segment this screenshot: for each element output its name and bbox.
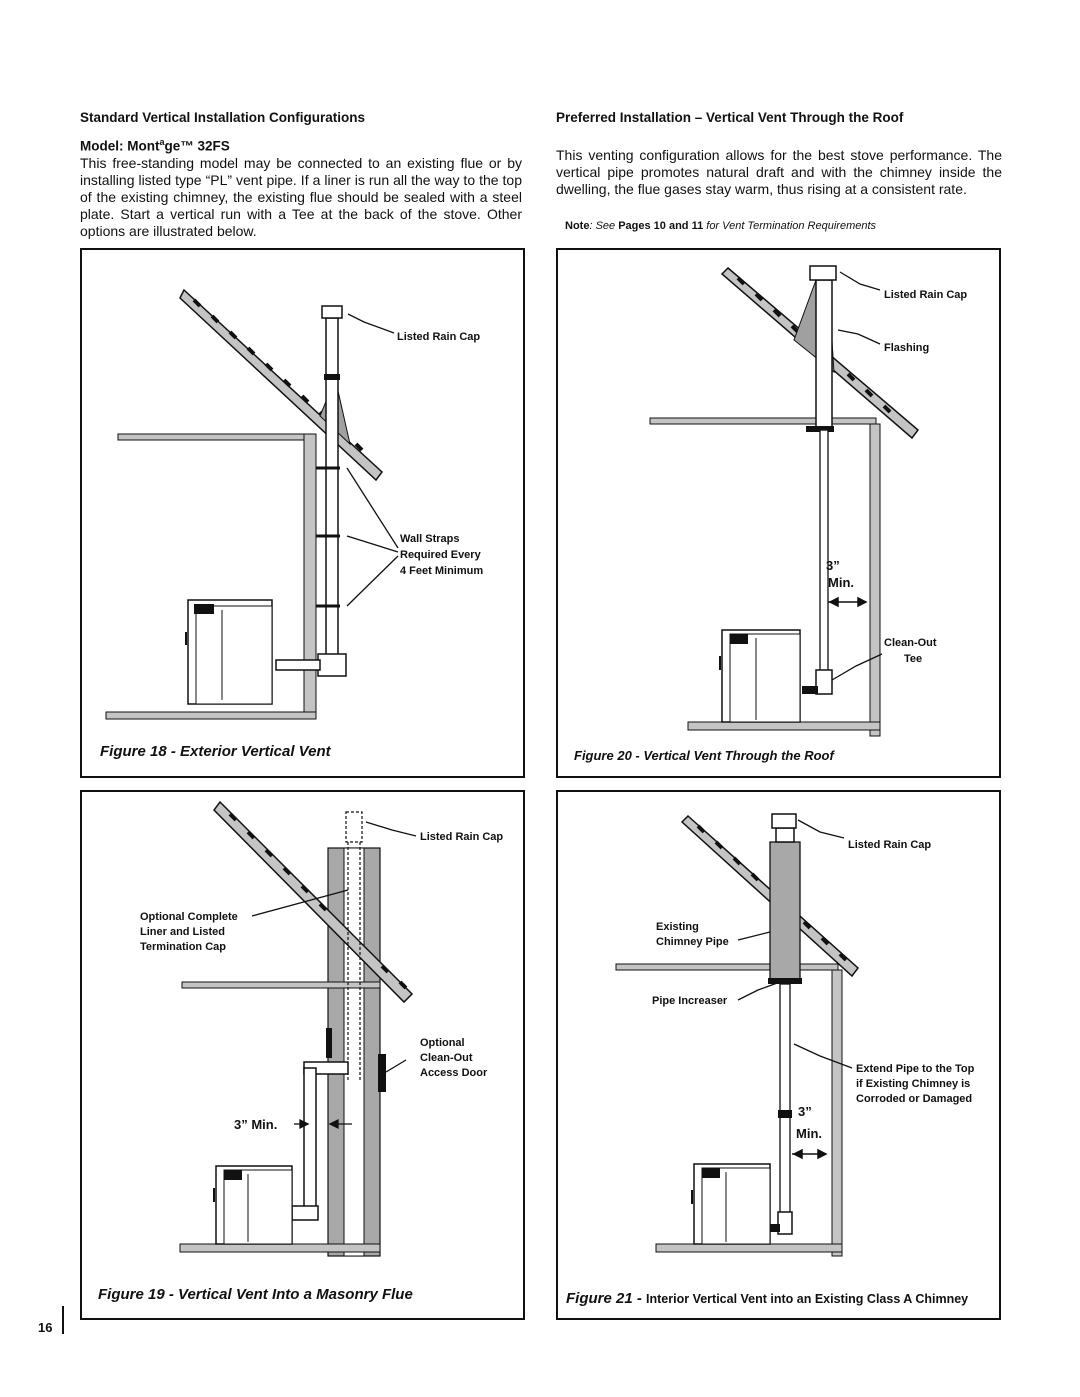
fig21-label-rain-cap: Listed Rain Cap	[848, 839, 931, 851]
fig19-label-min: 3” Min.	[234, 1117, 277, 1132]
figure-18-diagram: Listed Rain Cap Wall Straps Required Eve…	[105, 288, 483, 720]
figure-18-panel: Listed Rain Cap Wall Straps Required Eve…	[80, 248, 525, 778]
left-paragraph: This free-standing model may be connecte…	[80, 155, 522, 239]
figure-20-diagram: Listed Rain Cap Flashing 3” Min. Clean-O…	[649, 265, 967, 737]
fig21-label-min-1: 3”	[798, 1104, 812, 1119]
fig18-label-straps-2: Required Every	[400, 549, 482, 561]
figure-19-caption: Figure 19 - Vertical Vent Into a Masonry…	[98, 1286, 413, 1303]
fig19-label-liner-2: Liner and Listed	[140, 926, 225, 938]
fig21-label-extend-3: Corroded or Damaged	[856, 1093, 972, 1105]
figure-19-diagram: Listed Rain Cap Optional Complete Liner …	[140, 800, 503, 1257]
page-number: 16	[38, 1320, 53, 1335]
fig18-label-straps-1: Wall Straps	[400, 533, 460, 545]
fig19-label-liner-1: Optional Complete	[140, 911, 238, 923]
figure-18-caption: Figure 18 - Exterior Vertical Vent	[100, 743, 331, 760]
fig18-label-rain-cap: Listed Rain Cap	[397, 331, 480, 343]
figure-19-panel: Listed Rain Cap Optional Complete Liner …	[80, 790, 525, 1320]
fig19-label-door-1: Optional	[420, 1037, 465, 1049]
figure-21-diagram: Listed Rain Cap Existing Chimney Pipe Pi…	[615, 813, 975, 1257]
figure-21-caption: Figure 21 - Interior Vertical Vent into …	[566, 1290, 969, 1307]
fig20-label-flashing: Flashing	[884, 342, 929, 354]
figure-21-panel: Listed Rain Cap Existing Chimney Pipe Pi…	[556, 790, 1001, 1320]
vent-note: Note: See Pages 10 and 11 for Vent Termi…	[565, 220, 877, 232]
fig21-label-extend-2: if Existing Chimney is	[856, 1078, 970, 1090]
fig19-label-door-2: Clean-Out	[420, 1052, 473, 1064]
figure-20-caption: Figure 20 - Vertical Vent Through the Ro…	[574, 748, 834, 763]
fig19-label-door-3: Access Door	[420, 1067, 488, 1079]
fig21-label-extend-1: Extend Pipe to the Top	[856, 1063, 975, 1075]
left-section-title: Standard Vertical Installation Configura…	[80, 110, 366, 125]
fig21-label-existing-2: Chimney Pipe	[656, 936, 729, 948]
fig19-label-liner-3: Termination Cap	[140, 941, 226, 953]
fig18-label-straps-3: 4 Feet Minimum	[400, 565, 483, 577]
fig21-label-existing-1: Existing	[656, 921, 699, 933]
fig21-label-min-2: Min.	[796, 1126, 822, 1141]
fig20-label-cleanout-1: Clean-Out	[884, 637, 937, 649]
figure-20-panel: Listed Rain Cap Flashing 3” Min. Clean-O…	[556, 248, 1001, 778]
right-section-title: Preferred Installation – Vertical Vent T…	[556, 110, 904, 125]
model-name: Model: Montage™ 32FS	[80, 137, 230, 154]
fig19-label-rain-cap: Listed Rain Cap	[420, 831, 503, 843]
fig20-label-min-2: Min.	[828, 575, 854, 590]
fig20-label-min-1: 3”	[826, 558, 840, 573]
fig20-label-cleanout-2: Tee	[904, 653, 922, 665]
right-paragraph: This venting configuration allows for th…	[556, 147, 1002, 197]
fig20-label-rain-cap: Listed Rain Cap	[884, 289, 967, 301]
fig21-label-increaser: Pipe Increaser	[652, 995, 728, 1007]
page-margin-rule	[62, 1306, 64, 1334]
